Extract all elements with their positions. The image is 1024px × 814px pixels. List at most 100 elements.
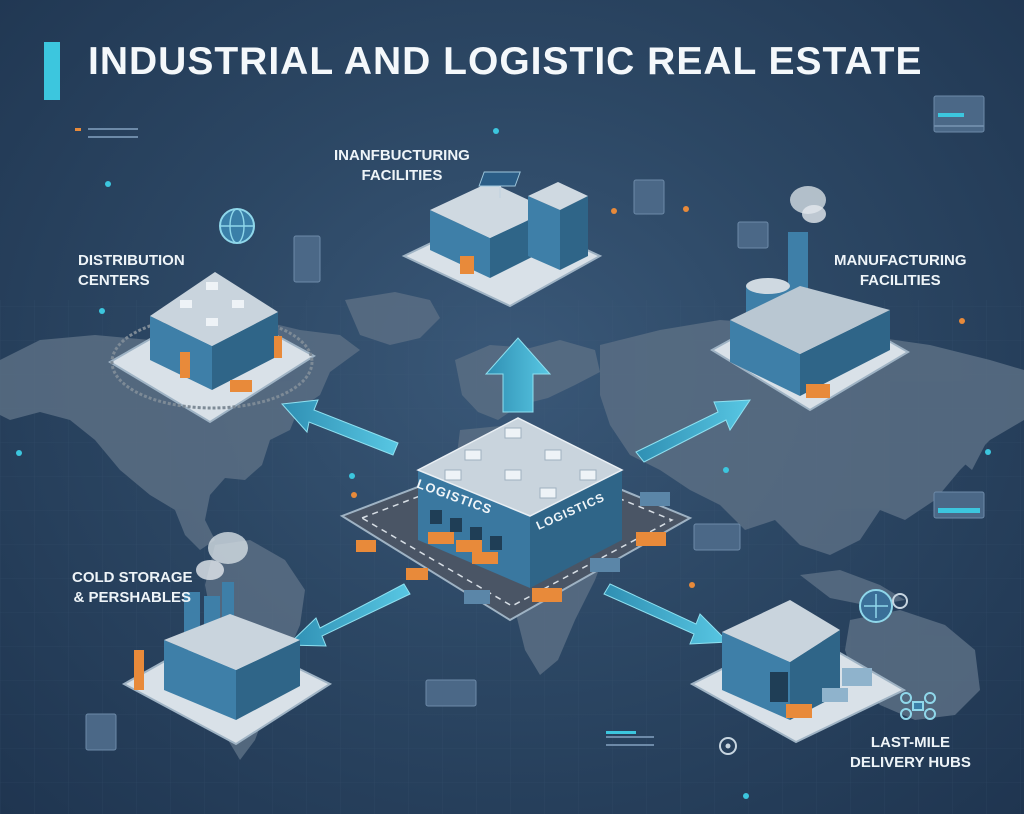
building-roof bbox=[430, 182, 550, 238]
hub-building-roof bbox=[416, 417, 624, 517]
node-top-illustration bbox=[401, 171, 603, 308]
building-wall bbox=[164, 640, 236, 720]
drone-icon bbox=[900, 692, 936, 720]
dot bbox=[743, 793, 749, 799]
network-dots bbox=[16, 128, 991, 799]
dot bbox=[349, 473, 355, 479]
map-asia bbox=[600, 320, 1024, 555]
robot-arm bbox=[274, 336, 282, 358]
hud-panels bbox=[85, 95, 985, 751]
smoke bbox=[802, 205, 826, 223]
truck bbox=[636, 532, 666, 546]
label-left: DISTRIBUTION CENTERS bbox=[78, 251, 185, 291]
silo-top bbox=[746, 278, 790, 294]
van bbox=[464, 590, 490, 604]
hub-roof-vents bbox=[444, 427, 597, 499]
truck bbox=[806, 384, 830, 398]
label-cold-line2: & PERSHABLES bbox=[73, 589, 192, 606]
compass-icon bbox=[859, 589, 893, 623]
van bbox=[822, 688, 848, 702]
node-cold-illustration bbox=[121, 532, 333, 746]
hud-panel bbox=[933, 491, 985, 519]
node-lastmile-illustration bbox=[689, 600, 907, 744]
building-roof bbox=[150, 272, 278, 346]
arrow-to-lastmile bbox=[603, 583, 730, 645]
hub-dock-doors bbox=[430, 510, 502, 550]
map-japan bbox=[960, 420, 985, 470]
node-right-illustration bbox=[710, 186, 910, 412]
chimney bbox=[788, 232, 808, 302]
truck bbox=[230, 380, 252, 392]
hud-panel bbox=[737, 221, 769, 249]
dot bbox=[99, 308, 105, 314]
gear-icon bbox=[719, 737, 737, 755]
gear-icon bbox=[892, 593, 908, 609]
arrow-to-left bbox=[280, 399, 399, 456]
truck bbox=[472, 552, 498, 564]
roof-vents bbox=[180, 282, 244, 326]
dot bbox=[16, 450, 22, 456]
building-wall bbox=[212, 312, 278, 390]
van bbox=[640, 492, 670, 506]
label-top-line2: FACILITIES bbox=[361, 167, 443, 184]
van bbox=[590, 558, 620, 572]
globe-icon bbox=[219, 208, 255, 244]
truck bbox=[406, 568, 428, 580]
hub-building-right-wall bbox=[530, 470, 622, 588]
robot-arm bbox=[134, 650, 144, 690]
label-top: INANFBUCTURING FACILITIES bbox=[334, 146, 470, 186]
truck bbox=[456, 540, 482, 552]
hud-accent bbox=[606, 731, 636, 734]
label-right: MANUFACTURING FACILITIES bbox=[834, 251, 967, 291]
node-left-illustration bbox=[108, 272, 316, 424]
hud-accent bbox=[75, 128, 81, 131]
label-right-line2: FACILITIES bbox=[859, 272, 941, 289]
dot bbox=[683, 206, 689, 212]
hud-panel bbox=[293, 235, 321, 283]
dot bbox=[611, 208, 617, 214]
flow-arrows bbox=[280, 337, 751, 647]
building-wall bbox=[730, 320, 800, 396]
tower-wall bbox=[528, 196, 560, 270]
arrow-to-right bbox=[635, 399, 751, 463]
truck bbox=[356, 540, 376, 552]
hud-panel-bar bbox=[938, 113, 964, 117]
tower-roof bbox=[528, 182, 588, 210]
title-accent-bar bbox=[44, 42, 60, 100]
smoke bbox=[208, 532, 248, 564]
tower-wall bbox=[560, 196, 588, 270]
building-wall bbox=[800, 310, 890, 396]
map-greenland bbox=[345, 292, 440, 345]
hub-vans bbox=[464, 492, 670, 604]
dot bbox=[351, 492, 357, 498]
robot-arm bbox=[180, 352, 190, 378]
label-lastmile-line2: DELIVERY HUBS bbox=[850, 754, 971, 771]
hub-trucks bbox=[356, 532, 666, 602]
hud-panel bbox=[85, 713, 117, 751]
label-left-line2: CENTERS bbox=[78, 272, 150, 289]
van bbox=[842, 668, 872, 686]
hud-panel bbox=[425, 679, 477, 707]
label-cold-line1: COLD STORAGE bbox=[72, 569, 193, 586]
dot bbox=[493, 128, 499, 134]
central-hub bbox=[339, 417, 693, 622]
hud-panel bbox=[693, 523, 741, 551]
building-roof bbox=[164, 614, 300, 670]
label-cold: COLD STORAGE & PERSHABLES bbox=[72, 568, 193, 608]
crane bbox=[460, 256, 474, 274]
truck bbox=[428, 532, 454, 544]
arrow-to-top bbox=[484, 337, 552, 413]
label-top-line1: INANFBUCTURING bbox=[334, 147, 470, 164]
dot bbox=[959, 318, 965, 324]
label-lastmile: LAST-MILE DELIVERY HUBS bbox=[850, 733, 971, 773]
solar-panel-icon bbox=[478, 171, 521, 198]
dot bbox=[689, 582, 695, 588]
hud-panel bbox=[633, 179, 665, 215]
hud-lines bbox=[88, 125, 984, 746]
dot bbox=[985, 449, 991, 455]
building-roof bbox=[730, 286, 890, 354]
label-right-line1: MANUFACTURING bbox=[834, 252, 967, 269]
hud-panel-bar bbox=[938, 508, 980, 513]
